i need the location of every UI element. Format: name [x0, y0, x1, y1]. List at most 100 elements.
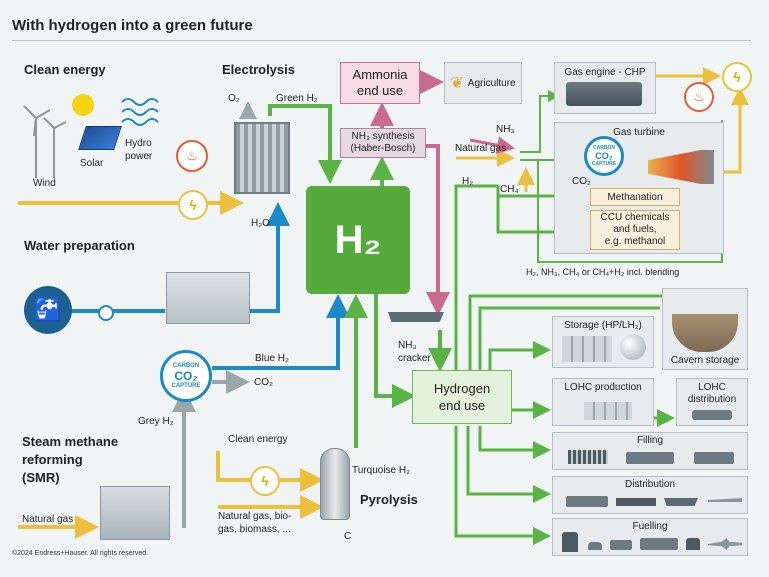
nh3-synthesis-box: NH₃ synthesis (Haber-Bosch) [340, 128, 426, 158]
lohc-tanks-icon [584, 402, 632, 420]
carbon-capture-badge: CARBON CO₂ CAPTURE [160, 350, 212, 402]
ccu-line1: CCU chemicals [600, 212, 670, 223]
ccu-line3: e.g. methanol [604, 236, 666, 247]
pipe-enduse-fuelling [454, 426, 551, 545]
o2-label: O₂ [228, 93, 240, 104]
power-symbol-icon: ϟ [178, 190, 208, 220]
wheat-icon: ❦ [450, 75, 464, 92]
hydrogen-end-use-box: Hydrogen end use [412, 370, 512, 424]
filling-station-icon [568, 450, 608, 464]
carbon-capture-co2: CO₂ [174, 369, 198, 383]
storage-tanks-icon [562, 336, 612, 362]
power-nh3-label: NH₃ [496, 124, 515, 135]
spherical-tank-icon [620, 334, 646, 360]
gas-engine-label: Gas engine - CHP [564, 67, 646, 78]
pyrolysis-heading: Pyrolysis [360, 492, 418, 507]
fuelling-truck-icon [640, 538, 678, 550]
filling-trailer-icon [694, 452, 734, 464]
pyrolysis-feed-1: Natural gas, bio- [218, 511, 292, 522]
distribution-truck-icon [566, 496, 608, 507]
smr-natural-gas-label: Natural gas [22, 514, 74, 525]
pyrolysis-feed-2: gas, biomass, ... [218, 524, 291, 535]
turquoise-h2-label: Turquoise H₂ [352, 465, 410, 476]
pipe-nh3-ship [426, 144, 450, 316]
turbine-co2-label: CO₂ [572, 176, 591, 187]
electrolysis-heading: Electrolysis [222, 62, 295, 77]
smr-heading-3: (SMR) [22, 470, 60, 485]
carbon-capture-bottom: CAPTURE [171, 383, 201, 389]
hydrogen-hub: H₂ [306, 186, 410, 294]
water-tap-icon: 🚰 [24, 286, 72, 334]
hydro-label-2: power [125, 151, 153, 162]
pipe-enduse-h2 [454, 184, 498, 370]
agriculture-label: Agriculture [467, 77, 516, 89]
nh3-synthesis-line1: NH₃ synthesis [351, 131, 415, 142]
nh3-synthesis-line2: (Haber-Bosch) [350, 143, 416, 154]
ammonia-end-use-line2: end use [356, 83, 404, 98]
carbon-capture-top: CARBON [172, 363, 200, 369]
hydrogen-hub-label: H₂ [334, 217, 382, 262]
carbon-output-label: C [344, 531, 352, 542]
lohc-truck-icon [692, 410, 732, 420]
cavern-storage-label: Cavern storage [670, 355, 740, 366]
power-natural-gas-label: Natural gas [455, 143, 507, 154]
distribution-train-icon [616, 498, 656, 506]
hydro-waves-icon [121, 98, 159, 126]
methanation-box: Methanation [590, 188, 680, 206]
fuelling-train-icon [686, 538, 700, 550]
ccu-box: CCU chemicals and fuels, e.g. methanol [590, 210, 680, 250]
fuelling-label: Fuelling [632, 521, 668, 532]
distribution-pipeline-icon [708, 498, 742, 502]
clean-energy-heading: Clean energy [24, 62, 106, 77]
lohc-production-label: LOHC production [564, 382, 642, 393]
wind-label: Wind [33, 178, 56, 189]
agriculture-box: ❦ Agriculture [444, 62, 522, 104]
filling-truck-icon [626, 452, 674, 464]
water-treatment-plant-icon [166, 272, 250, 324]
distribution-label: Distribution [624, 479, 676, 490]
fuel-pump-icon [562, 532, 578, 552]
pipe-to-engine [520, 90, 560, 153]
power-h2-label: H₂ [462, 176, 474, 187]
pyrolysis-clean-energy-label: Clean energy [228, 434, 288, 445]
sun-icon [72, 94, 94, 116]
turbine-cc-top: CARBON [593, 145, 615, 151]
title-divider [12, 40, 751, 41]
pipe-green-h2 [268, 104, 342, 184]
valve-icon [98, 305, 114, 321]
power-ch4-label: CH₄ [500, 184, 519, 195]
fuelling-car-icon [588, 542, 602, 550]
hydrogen-end-use-line2: end use [438, 398, 486, 413]
distribution-box: Distribution [552, 476, 748, 514]
pipe-enduse-filling [478, 426, 551, 459]
pipe-cavern-loop-2 [478, 306, 660, 370]
pipe-pyro-energy [216, 451, 324, 492]
solar-label: Solar [80, 158, 104, 169]
ccu-line2: and fuels, [613, 224, 657, 235]
pipe-enduse-storage [488, 341, 551, 370]
heat-symbol-icon: ♨ [176, 140, 208, 172]
lohc-distribution-line2: distribution [687, 394, 737, 405]
ammonia-end-use-box: Ammonia end use [340, 62, 420, 104]
nh3-cracker-line2: cracker [398, 353, 431, 364]
pipe-water-up [248, 202, 290, 313]
hydrogen-end-use-line1: Hydrogen [433, 381, 491, 396]
turbine-carbon-capture-badge: CARBON CO₂ CAPTURE [584, 136, 624, 176]
output-power-icon: ϟ [722, 62, 752, 92]
pipe-enduse-distribution [466, 426, 551, 503]
pyrolysis-power-icon: ϟ [250, 466, 280, 496]
h2o-label: H₂O [251, 218, 270, 229]
electrolyzer-stack-icon [234, 122, 290, 194]
blending-label: H₂, NH₃, CH₄ or CH₄+H₂ incl. blending [526, 267, 680, 277]
chp-heat-icon: ♨ [684, 82, 714, 112]
gas-turbine-label: Gas turbine [613, 127, 665, 138]
pipe-blue-h2 [212, 294, 350, 370]
turbine-cc-co2: CO₂ [595, 151, 613, 161]
smr-plant-icon [100, 486, 170, 540]
fuelling-van-icon [610, 540, 632, 550]
distribution-ship-icon [664, 498, 698, 506]
page-title: With hydrogen into a green future [12, 17, 253, 34]
blue-h2-label: Blue H₂ [255, 353, 289, 364]
nh3-cracker-line1: NH₃ [398, 340, 417, 351]
